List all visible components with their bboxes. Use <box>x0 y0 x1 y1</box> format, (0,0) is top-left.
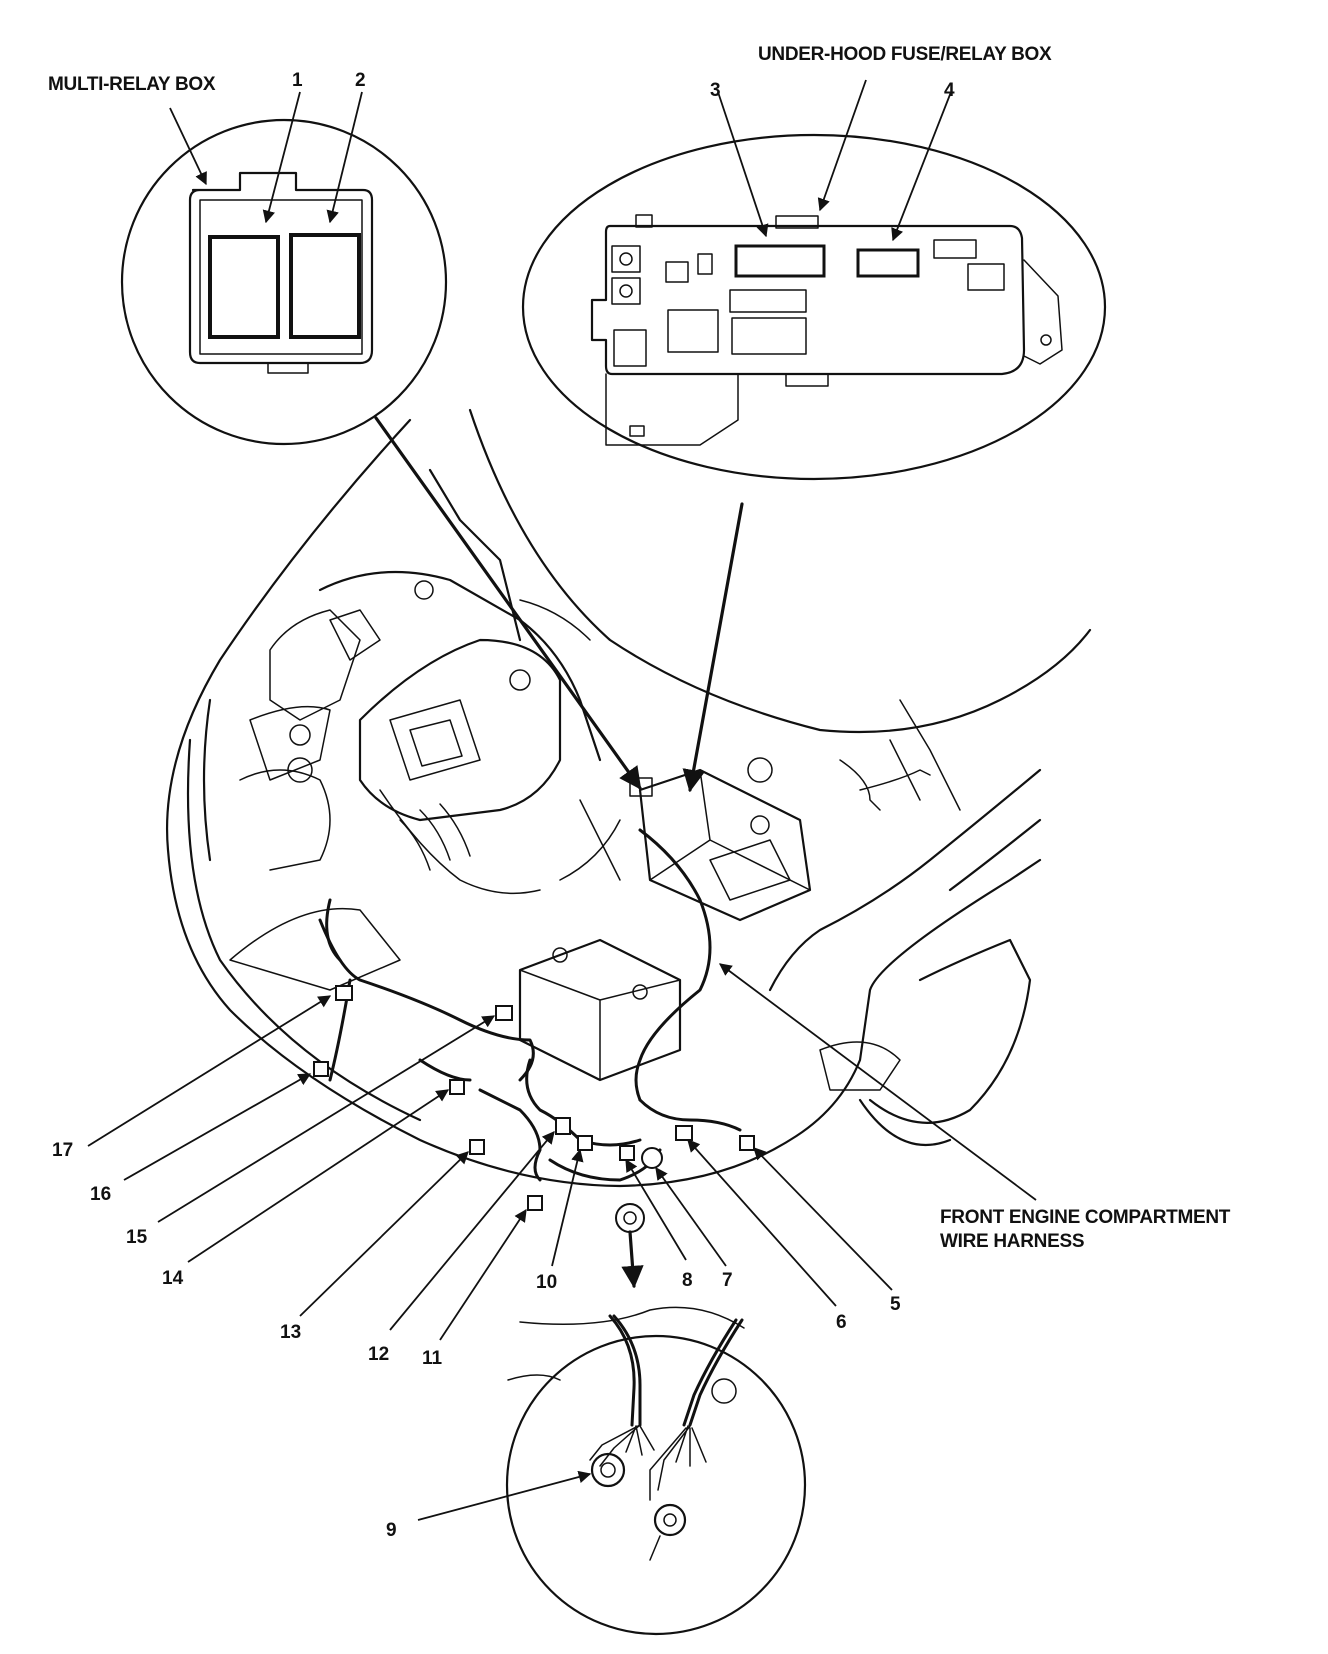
connector-17 <box>335 985 353 1001</box>
connector-11 <box>527 1195 543 1211</box>
connector-5 <box>739 1135 755 1151</box>
callout-7: 7 <box>722 1270 733 1291</box>
connector-16 <box>313 1061 329 1077</box>
callout-11: 11 <box>422 1348 443 1369</box>
connector-8 <box>619 1145 635 1161</box>
under-hood-fuse-relay-box-detail <box>521 133 1107 481</box>
callout-9: 9 <box>386 1520 397 1541</box>
multi-relay-box-label: MULTI-RELAY BOX <box>48 74 216 95</box>
connector-13 <box>469 1139 485 1155</box>
callout-13: 13 <box>280 1322 301 1343</box>
vehicle-engine-compartment <box>165 408 1092 1188</box>
callout-10: 10 <box>536 1272 557 1293</box>
callout-15: 15 <box>126 1227 148 1248</box>
labels: MULTI-RELAY BOX UNDER-HOOD FUSE/RELAY BO… <box>48 44 1231 1541</box>
multi-relay-box-detail <box>120 118 448 446</box>
connectors <box>313 985 755 1233</box>
leader-lines <box>87 79 1037 1521</box>
connector-15 <box>495 1005 513 1021</box>
callout-4: 4 <box>944 80 955 101</box>
callout-6: 6 <box>836 1312 847 1333</box>
callout-17: 17 <box>52 1140 73 1161</box>
connector-14 <box>449 1079 465 1095</box>
callout-12: 12 <box>368 1344 389 1365</box>
under-hood-box-label: UNDER-HOOD FUSE/RELAY BOX <box>758 44 1052 65</box>
connector-10 <box>577 1135 593 1151</box>
relay-1 <box>208 235 280 339</box>
connector-6 <box>675 1125 693 1141</box>
harness-label-line1: FRONT ENGINE COMPARTMENT <box>940 1207 1231 1228</box>
connector-12 <box>555 1117 571 1135</box>
ground-terminal-detail <box>505 1306 807 1636</box>
callout-14: 14 <box>162 1268 184 1289</box>
callout-5: 5 <box>890 1294 901 1315</box>
relay-2 <box>289 233 361 339</box>
callout-2: 2 <box>355 70 366 91</box>
callout-3: 3 <box>710 80 721 101</box>
harness-label-line2: WIRE HARNESS <box>940 1231 1084 1252</box>
callout-16: 16 <box>90 1184 111 1205</box>
callout-1: 1 <box>292 70 303 91</box>
callout-8: 8 <box>682 1270 693 1291</box>
connector-7 <box>641 1147 663 1169</box>
ground-point <box>615 1203 645 1233</box>
